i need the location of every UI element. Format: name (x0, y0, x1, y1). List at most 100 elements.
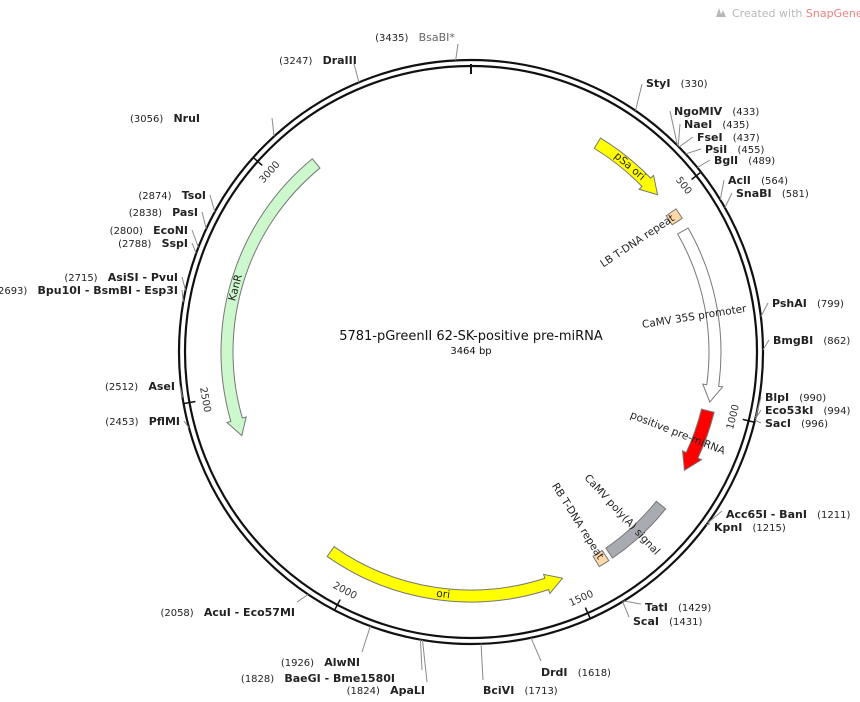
site-label: (3435) BsaBI* (375, 26, 455, 45)
site-name: FseI (697, 131, 723, 144)
site-ngomiv: NgoMIV (433) (669, 100, 759, 146)
site-position: (1431) (669, 617, 702, 628)
site-position: (1211) (817, 510, 850, 521)
tick-3000 (252, 156, 263, 167)
site-name: NaeI (684, 118, 712, 131)
site-position: (2512) (105, 382, 138, 393)
site-position: (1926) (281, 658, 314, 669)
site-name: AlwNI (324, 656, 360, 669)
site-leader (754, 409, 762, 420)
feature-label-psa-ori: pSa ori (612, 150, 648, 183)
site-name: Eco53kI (765, 404, 813, 417)
site-asisi-pvui: (2715) AsiSI - PvuI (64, 271, 187, 291)
site-leader (179, 385, 184, 398)
site-position: (2788) (118, 239, 151, 250)
site-kpni: KpnI (1215) (706, 516, 786, 535)
site-leader (697, 159, 711, 168)
site-label: AclI (564) (728, 169, 788, 188)
tick-label-2500: 2500 (197, 386, 212, 413)
site-leader (296, 594, 309, 603)
site-leader (181, 289, 184, 302)
tick-2500 (183, 400, 196, 405)
site-position: (1618) (578, 668, 611, 679)
feature-lb-t-dna-repeat (665, 208, 683, 226)
watermark: Created with SnapGene® (716, 7, 860, 20)
site-apali: (1824) ApaLI (347, 639, 428, 697)
site-snabi: SnaBI (581) (724, 182, 809, 208)
map-center-label: 5781-pGreenII 62-SK-positive pre-miRNA 3… (339, 329, 603, 357)
backbone-ring (177, 58, 765, 646)
site-alwni: (1926) AlwNI (281, 625, 371, 670)
site-position: (990) (799, 393, 826, 404)
site-name: Bpu10I - BsmBI - Esp3I (38, 284, 179, 297)
site-nrui: (3056) NruI (130, 112, 275, 137)
site-position: (330) (681, 79, 708, 90)
site-position: (996) (801, 419, 828, 430)
site-pflmi: (2453) PflMI (105, 410, 190, 429)
site-leader (719, 179, 725, 201)
site-label: NaeI (435) (684, 113, 749, 132)
site-position: (2058) (160, 608, 193, 619)
site-position: (455) (737, 145, 764, 156)
site-label: KpnI (1215) (714, 516, 786, 535)
site-label: (1926) AlwNI (281, 651, 360, 670)
site-label: (2800) EcoNI (110, 219, 188, 238)
site-leader (760, 302, 769, 317)
site-name: AclI (728, 174, 751, 187)
feature-positive-pre-mirna (681, 408, 715, 472)
site-leader (181, 276, 187, 291)
tick-2000 (333, 599, 341, 611)
site-name: BlpI (765, 391, 789, 404)
site-name: BglI (714, 154, 738, 167)
site-leader (755, 396, 762, 418)
site-name: KpnI (714, 521, 742, 534)
tick-label-1500: 1500 (568, 589, 596, 609)
site-acui-eco57mi: (2058) AcuI - Eco57MI (160, 594, 309, 619)
site-name: SnaBI (736, 187, 772, 200)
site-name: BsaBI* (419, 31, 456, 44)
tick-label-500: 500 (673, 175, 693, 197)
site-position: (2453) (105, 417, 138, 428)
site-name: DrdI (541, 666, 568, 679)
site-label: (2453) PflMI (105, 410, 180, 429)
site-label: NgoMIV (433) (674, 100, 759, 119)
feature-ori (326, 545, 564, 603)
site-label: (2788) SspI (118, 232, 188, 251)
site-leader (677, 123, 681, 147)
site-label: BmgBI (862) (773, 329, 850, 348)
site-position: (799) (817, 299, 844, 310)
site-leader (353, 63, 360, 83)
site-label: (1828) BaeGI - Bme1580I (241, 667, 395, 686)
site-eco53ki: Eco53kI (994) (754, 404, 850, 420)
tick-500 (691, 171, 702, 181)
site-label: StyI (330) (646, 72, 708, 91)
site-leader (623, 600, 642, 605)
site-name: ScaI (633, 615, 659, 628)
site-leader (685, 148, 702, 155)
site-acc65i-bani: Acc65I - BanI (1211) (707, 508, 850, 524)
site-leader (530, 637, 542, 662)
site-name: BaeGI - Bme1580I (284, 672, 395, 685)
site-styi: StyI (330) (635, 72, 708, 111)
site-name: StyI (646, 77, 670, 90)
site-bcivi: BciVI (1713) (480, 643, 558, 697)
site-leader (622, 601, 630, 618)
snapgene-logo-icon (716, 8, 726, 17)
site-position: (1429) (678, 603, 711, 614)
site-position: (3056) (130, 114, 163, 125)
site-draiii: (3247) DraIII (279, 54, 360, 83)
site-name: BmgBI (773, 334, 813, 347)
site-name: PsiI (705, 143, 727, 156)
watermark-brand: SnapGene (806, 7, 860, 20)
site-name: EcoNI (153, 224, 188, 237)
site-saci: SacI (996) (754, 417, 828, 430)
site-leader (419, 639, 423, 671)
site-label: SnaBI (581) (736, 182, 809, 201)
site-leader (209, 194, 216, 212)
site-blpi: BlpI (990) (755, 391, 826, 418)
site-position: (564) (761, 176, 788, 187)
site-leader (635, 83, 643, 111)
site-leader (707, 510, 723, 524)
site-name: AseI (148, 380, 175, 393)
site-sspi: (2788) SspI (118, 232, 197, 254)
